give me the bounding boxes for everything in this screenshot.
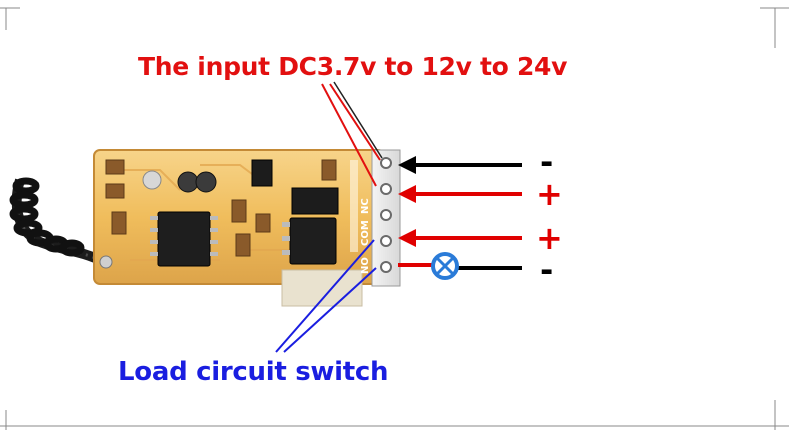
load-lamp-icon: [431, 252, 459, 280]
input-pointer-lines: [321, 83, 381, 187]
antenna-coil: [9, 177, 107, 267]
wires: [398, 156, 522, 270]
terminal-label-no: NO: [360, 257, 371, 274]
terminal-3: [380, 209, 392, 221]
input-pointer-lines-dark: [333, 81, 383, 159]
terminal-label-nc: NC: [360, 198, 371, 214]
terminal-labels: NC COM NO: [360, 198, 371, 274]
terminal-4: [380, 235, 392, 247]
terminal-2: [380, 183, 392, 195]
terminal-label-com: COM: [360, 220, 371, 246]
terminal-sign-1: -: [540, 143, 554, 181]
arrow-head: [398, 229, 416, 247]
frame-marks: [0, 7, 789, 430]
terminal-1: [380, 157, 392, 169]
pcb-board: [93, 149, 385, 307]
terminal-block: [371, 149, 401, 287]
load-pointer-lines: [275, 239, 377, 353]
terminal-sign-2: +: [536, 175, 563, 213]
terminal-sign-3: +: [536, 219, 563, 257]
arrow-head: [398, 185, 416, 203]
load-circuit-label: Load circuit switch: [118, 357, 389, 387]
arrow-head: [398, 156, 416, 174]
terminal-sign-4: -: [540, 251, 554, 289]
input-voltage-label: The input DC3.7v to 12v to 24v: [138, 52, 568, 81]
terminal-5: [380, 261, 392, 273]
